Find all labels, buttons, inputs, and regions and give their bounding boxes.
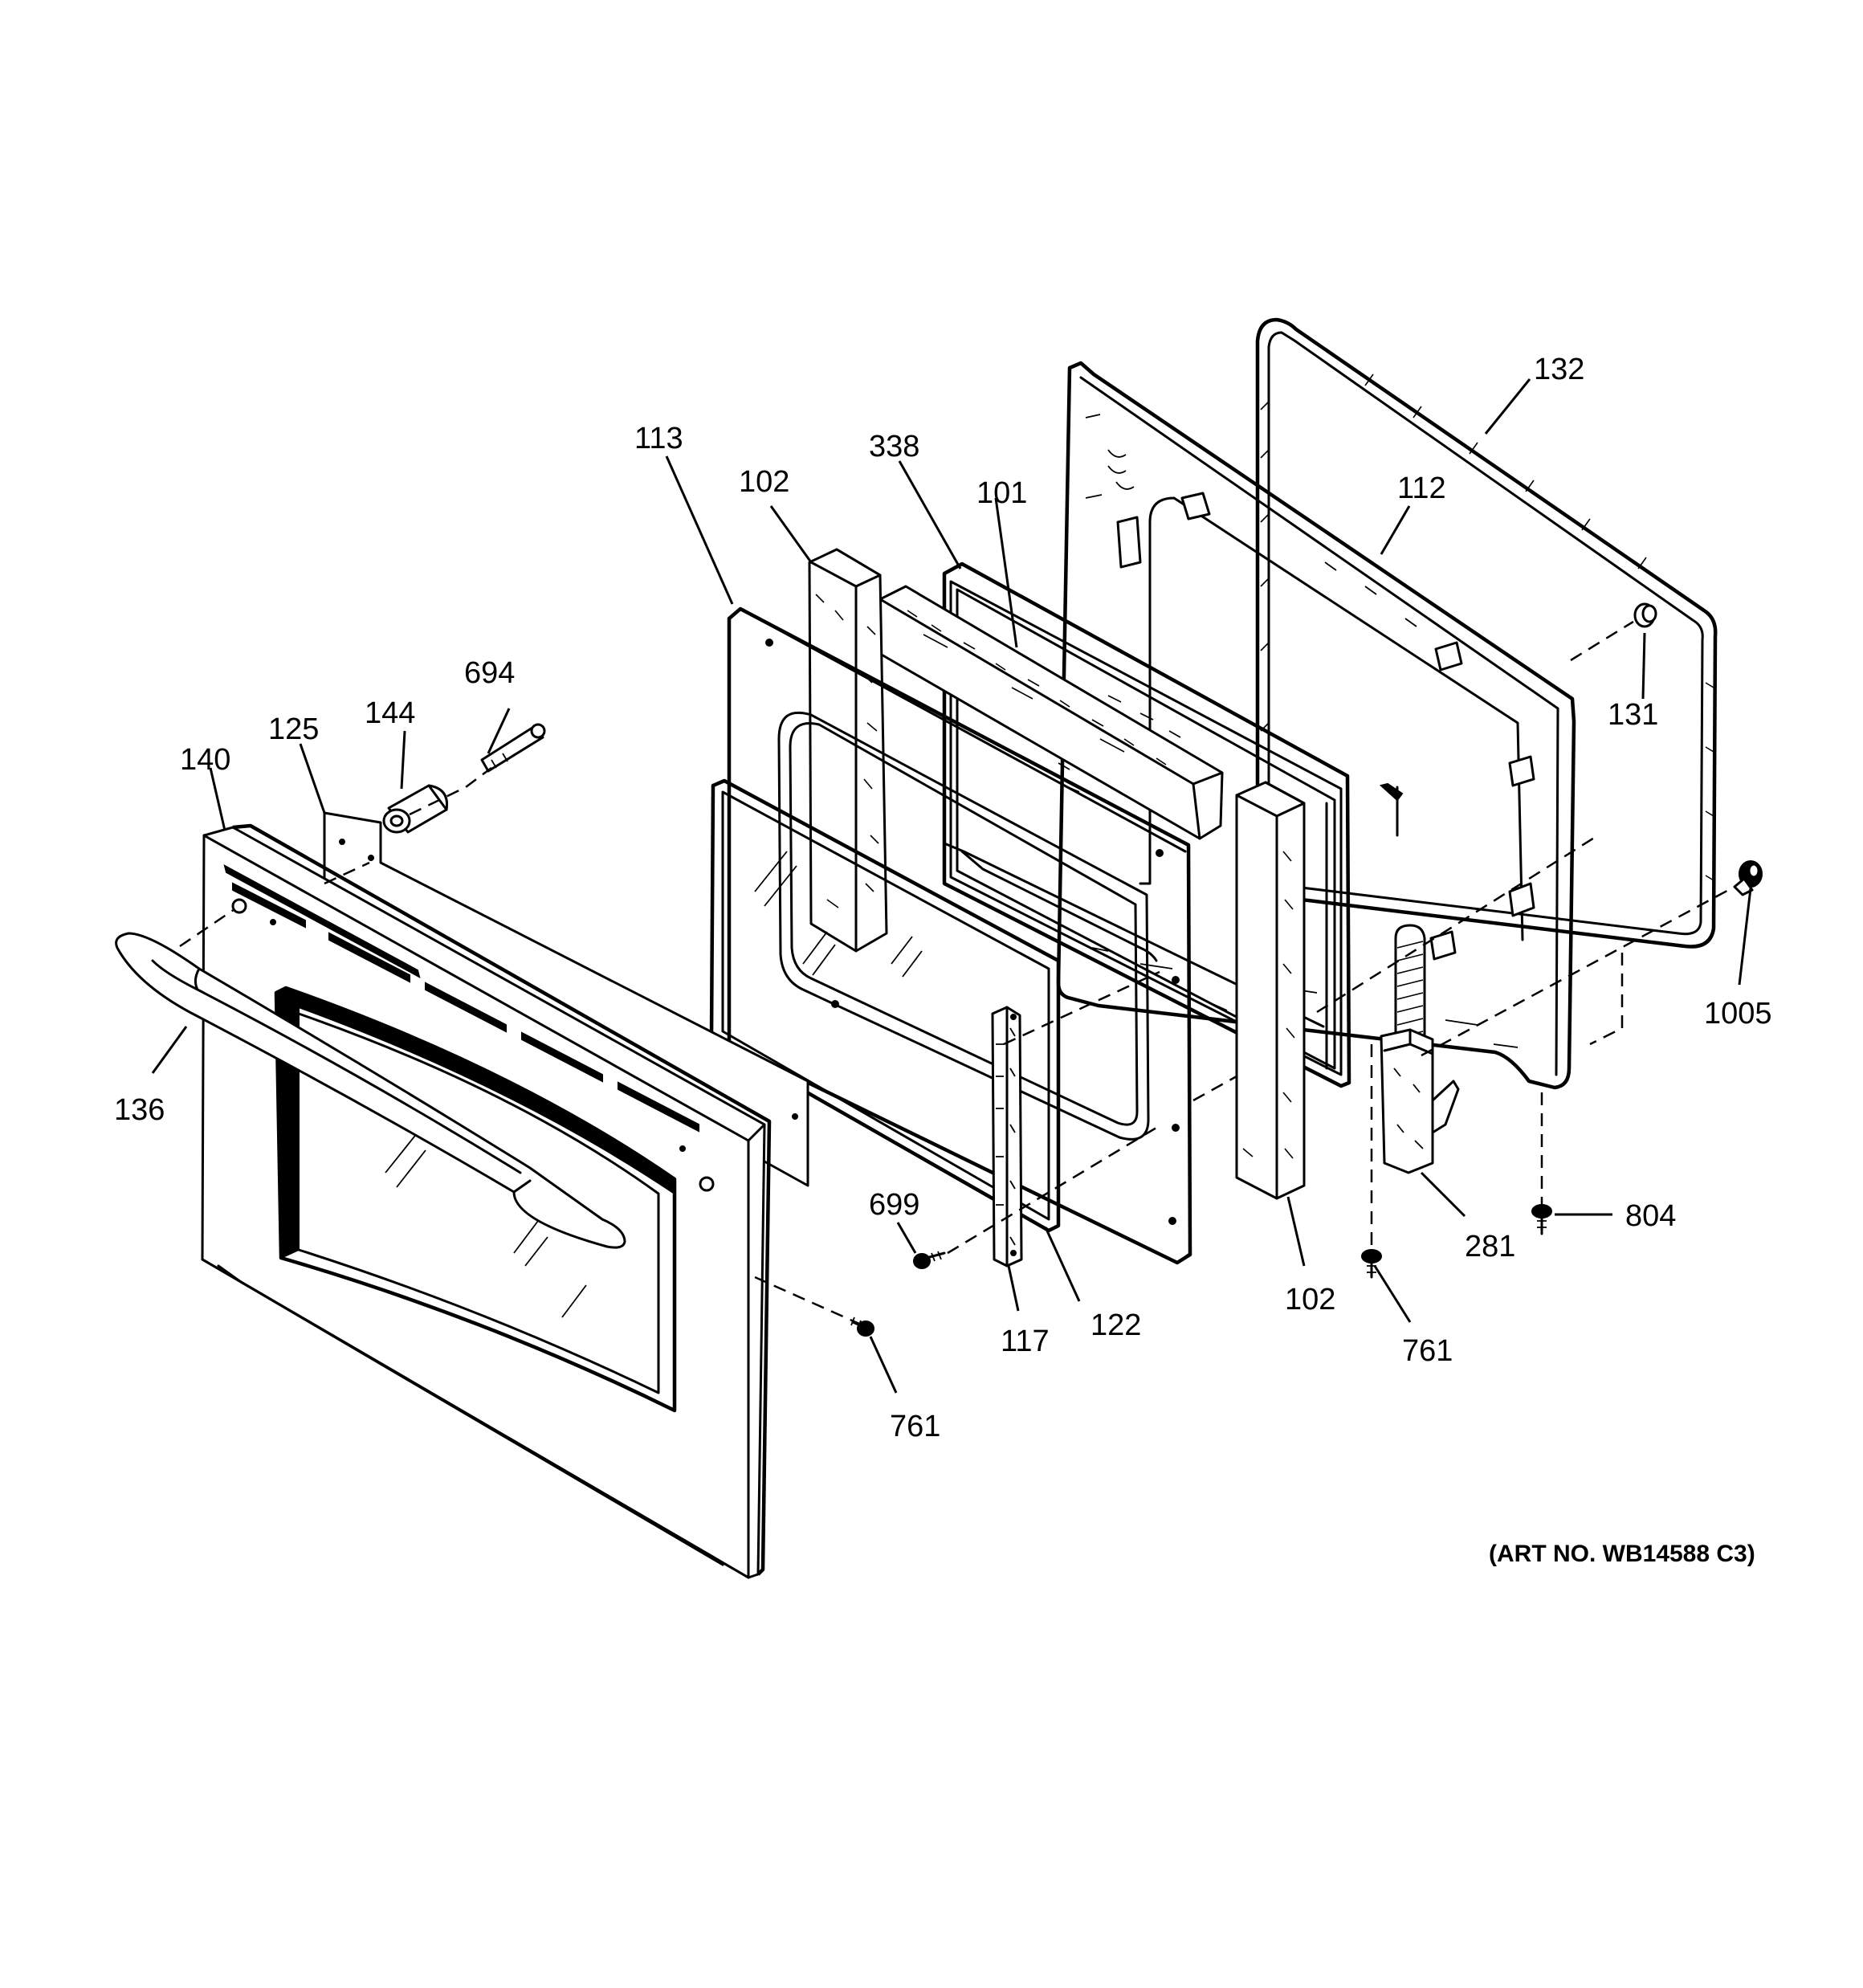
label-112: 112	[1397, 471, 1446, 505]
label-699: 699	[869, 1188, 919, 1222]
label-1005: 1005	[1704, 997, 1772, 1031]
part-1005-screw	[1733, 860, 1763, 896]
label-125: 125	[268, 712, 319, 746]
label-144: 144	[365, 696, 415, 730]
part-694-pin	[480, 723, 546, 773]
part-281-door-hinge	[1380, 924, 1460, 1174]
part-761-screw-right	[1361, 1249, 1382, 1279]
part-132-door-gasket	[1255, 317, 1718, 949]
part-804-screw	[1531, 1204, 1552, 1235]
part-131-bumper	[1633, 602, 1657, 628]
label-102-top: 102	[739, 465, 789, 499]
part-144-spacer	[382, 784, 449, 834]
part-112-inner-door-panel	[1056, 361, 1576, 1090]
part-699-screw	[913, 1251, 946, 1269]
part-338-glass-frame	[942, 561, 1351, 1088]
part-761-screw-left	[850, 1316, 874, 1337]
assembly-lines	[179, 620, 1735, 1325]
label-122: 122	[1090, 1308, 1141, 1342]
label-140: 140	[180, 743, 230, 777]
leader-lines	[151, 378, 1752, 1394]
label-117: 117	[1001, 1325, 1050, 1358]
label-694: 694	[464, 656, 515, 690]
label-761-right: 761	[1402, 1334, 1453, 1368]
part-136-door-handle	[115, 932, 626, 1249]
label-113: 113	[634, 422, 683, 455]
label-804: 804	[1625, 1199, 1676, 1233]
label-132: 132	[1534, 353, 1584, 386]
label-101: 101	[976, 476, 1027, 510]
label-281: 281	[1465, 1230, 1515, 1263]
label-338: 338	[869, 430, 919, 463]
art-number: (ART NO. WB14588 C3)	[1489, 1541, 1755, 1567]
label-761-left: 761	[890, 1410, 940, 1443]
part-140-outer-door-panel	[201, 823, 772, 1579]
callout-labels: 132 112 131 113 102 338 101 694 144 125 …	[114, 353, 1772, 1567]
label-136: 136	[114, 1093, 165, 1127]
part-117-hinge-channel	[991, 1006, 1023, 1268]
label-131: 131	[1608, 698, 1658, 732]
part-102-insulation-block-right	[1235, 781, 1306, 1200]
label-102-bottom: 102	[1285, 1283, 1335, 1316]
